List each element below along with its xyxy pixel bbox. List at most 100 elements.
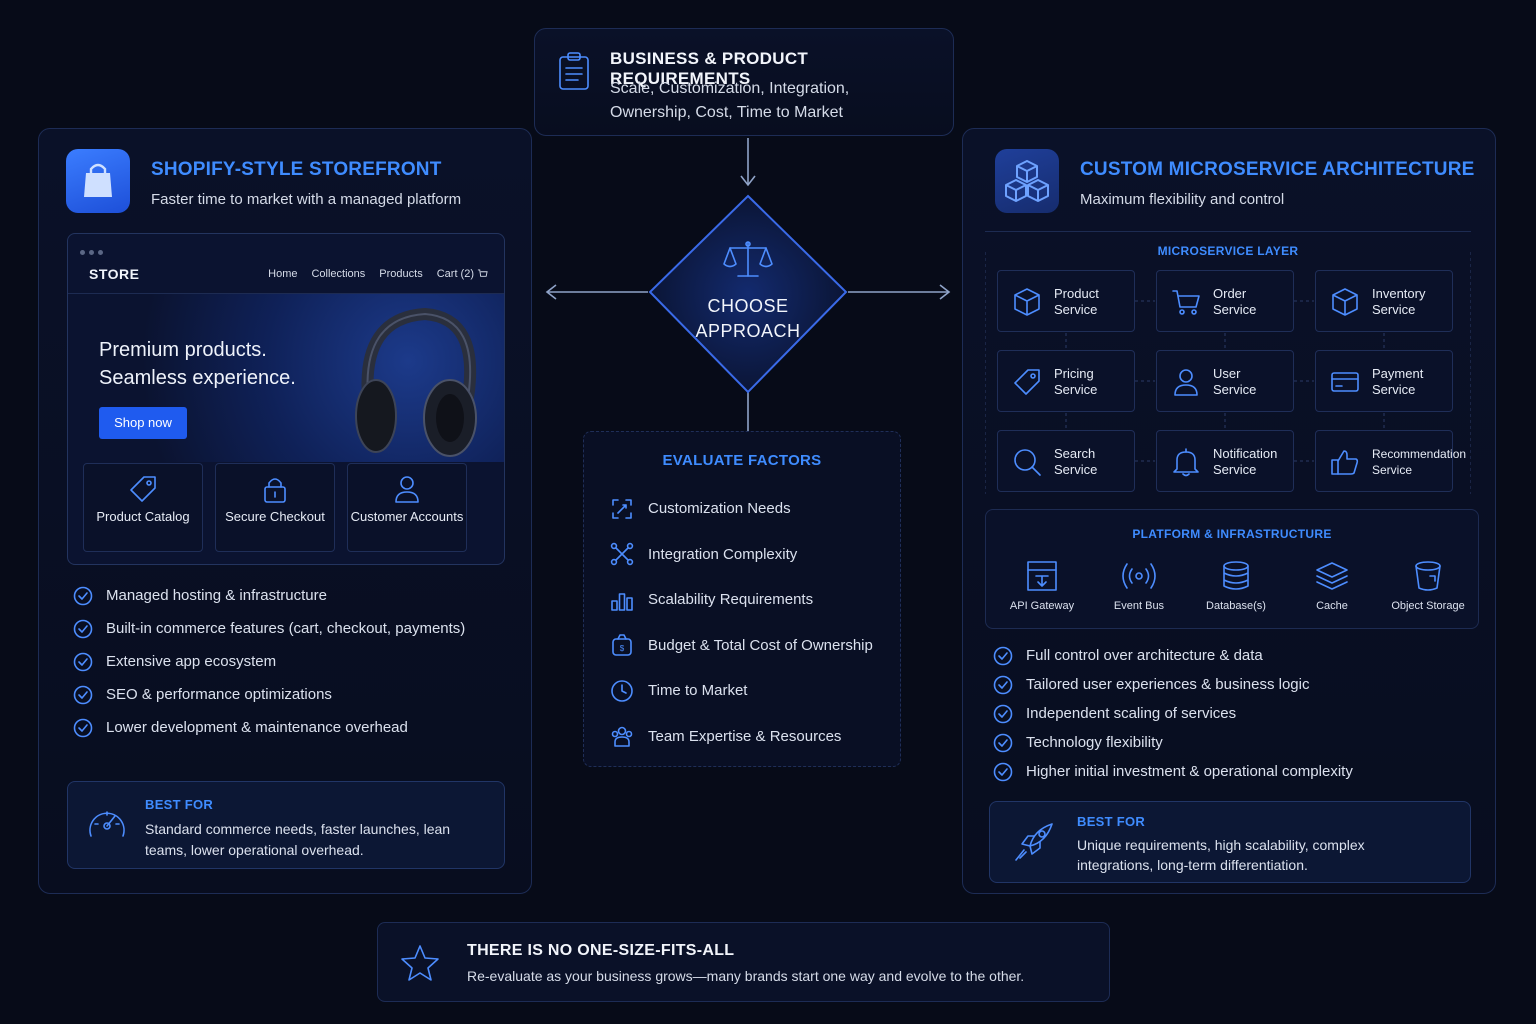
check-circle-icon [73,619,106,639]
check-circle-icon [993,646,1026,666]
check-circle-icon [73,685,106,705]
feature-card[interactable]: Product Catalog [83,463,203,552]
user-icon [1171,367,1201,397]
service-name: User [1213,366,1241,381]
check-circle-icon [993,675,1026,695]
footer-title: THERE IS NO ONE-SIZE-FITS-ALL [467,942,735,959]
feature-card[interactable]: Customer Accounts [347,463,467,552]
nav-collections[interactable]: Collections [311,268,366,280]
service-sub: Service [1054,462,1098,477]
box-icon [1330,287,1360,317]
evaluate-factors-card: EVALUATE FACTORS Customization Needs Int… [583,431,901,767]
benefit-item: Lower development & maintenance overhead [73,711,465,744]
user-icon [392,474,422,504]
service-sub: Service [1054,302,1098,317]
nav-cart-label: Cart (2) [436,268,474,280]
budget-icon: $ [610,633,648,657]
card-icon [1330,367,1360,397]
panel-subtitle: Maximum flexibility and control [1080,191,1285,208]
best-for-box: BEST FOR Unique requirements, high scala… [989,801,1471,883]
platform-title: PLATFORM & INFRASTRUCTURE [1132,527,1332,541]
check-circle-icon [73,652,106,672]
panel-title: CUSTOM MICROSERVICE ARCHITECTURE [1080,159,1475,180]
benefit-item: SEO & performance optimizations [73,678,465,711]
requirements-title: BUSINESS & PRODUCT REQUIREMENTS [610,49,809,88]
check-circle-icon [993,762,1026,782]
service-name: Inventory [1372,286,1426,301]
check-circle-icon [993,704,1026,724]
benefit-item: Extensive app ecosystem [73,645,465,678]
store-hero: Premium products. Seamless experience. S… [68,294,504,462]
platform-item: Object Storage [1378,560,1478,612]
bell-icon [1171,447,1201,477]
star-icon [400,944,440,982]
choose-approach-label: CHOOSE APPROACH [695,296,801,341]
best-for-text: Standard commerce needs, faster launches… [145,821,451,858]
hero-headline: Premium products. Seamless experience. [99,339,296,389]
benefit-item: Full control over architecture & data [993,641,1353,670]
service-name: Pricing [1054,366,1094,381]
platform-item: Database(s) [1186,560,1286,612]
service-name: Order [1213,286,1247,301]
bar-chart-icon [610,588,648,612]
storefront-mockup: STORE Home Collections Products Cart (2) [67,233,505,565]
factor-item: Team Expertise & Resources [610,714,873,760]
best-for-title: BEST FOR [145,797,214,812]
storefront-benefits: Managed hosting & infrastructure Built-i… [73,579,465,744]
decision-diamond [648,194,848,394]
store-logo: STORE [89,266,140,282]
service-name: Product [1054,286,1099,301]
platform-item: Cache [1282,560,1382,612]
feature-label: Secure Checkout [225,509,325,524]
rocket-icon [1012,818,1058,864]
nav-home[interactable]: Home [268,268,298,280]
tag-icon [1012,367,1042,397]
platform-infrastructure: PLATFORM & INFRASTRUCTURE API Gateway Ev… [985,509,1479,629]
platform-item: Event Bus [1089,560,1189,612]
speedometer-icon [86,804,128,844]
benefit-item: Tailored user experiences & business log… [993,670,1353,699]
check-circle-icon [73,586,106,606]
scale-icon [722,238,774,280]
requirements-subtitle: Scale, Customization, Integration, Owner… [610,80,850,121]
feature-card[interactable]: Secure Checkout [215,463,335,552]
check-circle-icon [73,718,106,738]
headphones-image [340,298,490,458]
cubes-icon [995,149,1059,213]
box-icon [1012,287,1042,317]
nav-cart[interactable]: Cart (2) [437,268,488,280]
microservice-benefits: Full control over architecture & data Ta… [993,641,1353,786]
service-name: Recommendation [1372,447,1467,461]
shop-now-button[interactable]: Shop now [99,407,187,439]
tag-icon [128,474,158,504]
database-icon [1186,560,1286,592]
thumbs-up-icon [1330,447,1360,477]
benefit-item: Higher initial investment & operational … [993,757,1353,786]
best-for-title: BEST FOR [1077,814,1146,829]
best-for-box: BEST FOR Standard commerce needs, faster… [67,781,505,869]
evaluate-factors-title: EVALUATE FACTORS [662,452,822,469]
service-sub: Service [1372,302,1416,317]
feature-label: Product Catalog [96,509,190,524]
factor-item: $ Budget & Total Cost of Ownership [610,623,873,669]
panel-title: SHOPIFY-STYLE STOREFRONT [151,159,442,180]
check-circle-icon [993,733,1026,753]
integration-icon [610,542,648,566]
nav-products[interactable]: Products [379,268,423,280]
footer-banner: THERE IS NO ONE-SIZE-FITS-ALL Re-evaluat… [377,922,1110,1002]
shopping-bag-icon [66,149,130,213]
requirements-card: BUSINESS & PRODUCT REQUIREMENTS Scale, C… [534,28,954,136]
bucket-icon [1378,560,1478,592]
clock-icon [610,679,648,703]
window-dots [80,242,107,260]
benefit-item: Technology flexibility [993,728,1353,757]
